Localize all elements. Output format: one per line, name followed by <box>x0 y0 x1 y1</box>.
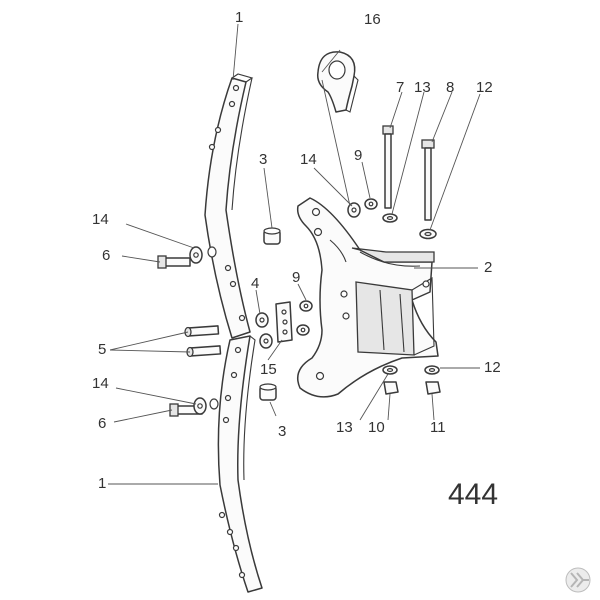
callout-14-mid: 14 <box>92 211 109 228</box>
part-3-upper-spacer <box>263 227 281 245</box>
part-10-nut <box>383 381 399 395</box>
page-number: 444 <box>448 478 498 511</box>
callout-3-top: 3 <box>259 151 267 168</box>
callout-2: 2 <box>484 259 492 276</box>
part-3-lower-spacer <box>259 383 277 401</box>
callout-15: 15 <box>260 361 277 378</box>
callout-6-top: 6 <box>102 247 110 264</box>
part-4-bushings <box>255 312 273 349</box>
part-8-bolt <box>421 139 435 221</box>
part-13-bottom-washer <box>382 365 398 375</box>
brand-logo-icon <box>565 567 591 593</box>
callout-11: 11 <box>430 419 446 436</box>
part-11-nut <box>425 381 441 395</box>
part-6-upper-bolt <box>157 255 191 269</box>
part-7-bolt <box>382 125 394 209</box>
part-12-top-washer <box>419 228 437 240</box>
callout-10: 10 <box>368 419 385 436</box>
part-9-nut-top <box>364 198 378 210</box>
callout-labels: 1 16 7 13 8 12 3 14 9 14 6 2 4 9 5 15 12… <box>92 9 501 492</box>
part-14-top-washer <box>347 202 361 218</box>
lower-arm-bolt-hole <box>209 398 219 410</box>
callout-8: 8 <box>446 79 454 96</box>
callout-13-bottom: 13 <box>336 419 353 436</box>
part-14-lower-washer <box>193 397 207 415</box>
leader-lines <box>108 23 481 485</box>
callout-12-top: 12 <box>476 79 493 96</box>
part-13-top-washer <box>382 213 398 223</box>
callout-16: 16 <box>364 11 381 28</box>
callout-1-top: 1 <box>235 9 243 26</box>
callout-7: 7 <box>396 79 404 96</box>
part-5-pins <box>184 325 222 358</box>
callout-5: 5 <box>98 341 106 358</box>
callout-14-bottom: 14 <box>92 375 109 392</box>
callout-1-bottom: 1 <box>98 475 106 492</box>
callout-3-bottom: 3 <box>278 423 286 440</box>
callout-4: 4 <box>251 275 259 292</box>
upper-arm-bolt-hole <box>207 246 217 258</box>
callout-9-top: 9 <box>354 147 362 164</box>
part-1-upper-arm <box>204 73 254 339</box>
part-1-lower-arm <box>217 335 263 593</box>
part-15-plate <box>275 301 293 343</box>
callout-9-right: 9 <box>292 269 300 286</box>
part-2-main-bracket <box>296 197 439 398</box>
part-14-upper-washer <box>189 246 203 264</box>
callout-13-top: 13 <box>414 79 431 96</box>
part-16-eye-bracket <box>316 51 359 113</box>
callout-14-top: 14 <box>300 151 317 168</box>
callout-6-bottom: 6 <box>98 415 106 432</box>
part-9-nuts-left <box>296 300 313 336</box>
callout-12-bottom: 12 <box>484 359 501 376</box>
part-12-bottom-washer <box>424 365 440 375</box>
